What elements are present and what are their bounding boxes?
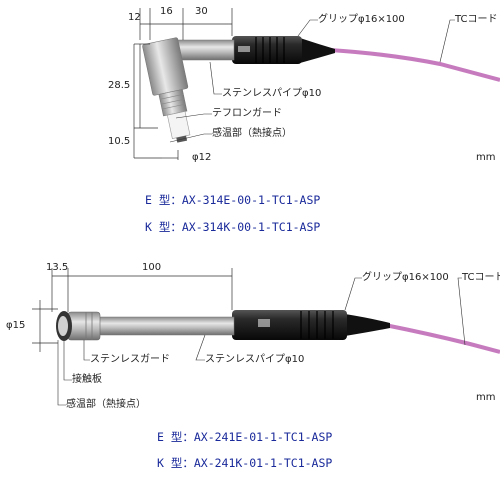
top-steel-pipe [177,39,235,61]
bottom-label-tc-cord: TCコード [462,272,500,283]
bottom-tc-cable [384,323,500,354]
bottom-leader-lines [57,277,466,406]
bottom-label-grip: グリップφ16×100 [362,272,449,283]
top-model-e: E 型：AX-314E-00-1-TC1-ASP [145,193,321,207]
bottom-dim-100: 100 [142,262,162,273]
bottom-probe [32,268,500,406]
top-dim-10-5: 10.5 [108,136,131,147]
top-dim-30: 30 [195,6,208,17]
top-dim-28-5: 28.5 [108,80,131,91]
bottom-steel-pipe [97,316,235,336]
top-grip-taper [300,38,335,63]
top-dim-phi12: φ12 [192,152,212,163]
bottom-unit: mm [476,392,496,403]
top-label-pipe: ステンレスパイプφ10 [222,88,322,99]
top-unit: mm [476,152,496,163]
top-label-teflon: テフロンガード [212,108,282,119]
bottom-label-pipe: ステンレスパイプφ10 [205,354,305,365]
bottom-dim-13-5: 13.5 [46,262,69,273]
bottom-dimension-lines [32,268,233,352]
bottom-grip [232,310,347,340]
bottom-label-plate: 接触板 [72,374,102,385]
bottom-dim-phi15: φ15 [6,320,26,331]
top-dim-16: 16 [160,6,173,17]
bottom-model-e: E 型：AX-241E-01-1-TC1-ASP [157,430,333,444]
bottom-label-sensing: 感温部（熱接点） [66,399,146,410]
top-label-grip: グリップφ16×100 [318,14,405,25]
bottom-grip-taper [345,314,390,336]
top-teflon-guard [167,111,191,139]
bottom-label-guard: ステンレスガード [90,354,170,365]
bottom-model-k: K 型：AX-241K-01-1-TC1-ASP [157,456,333,470]
top-tc-cable [329,48,500,82]
top-leader-lines [169,19,455,143]
top-model-k: K 型：AX-314K-00-1-TC1-ASP [145,220,321,234]
top-dimension-lines [133,8,233,160]
bottom-steel-guard [67,311,101,341]
top-label-tc-cord: TCコード [455,14,498,25]
top-probe [133,8,500,160]
top-dim-12: 12 [128,12,141,23]
top-label-sensing: 感温部（熱接点） [212,128,292,139]
